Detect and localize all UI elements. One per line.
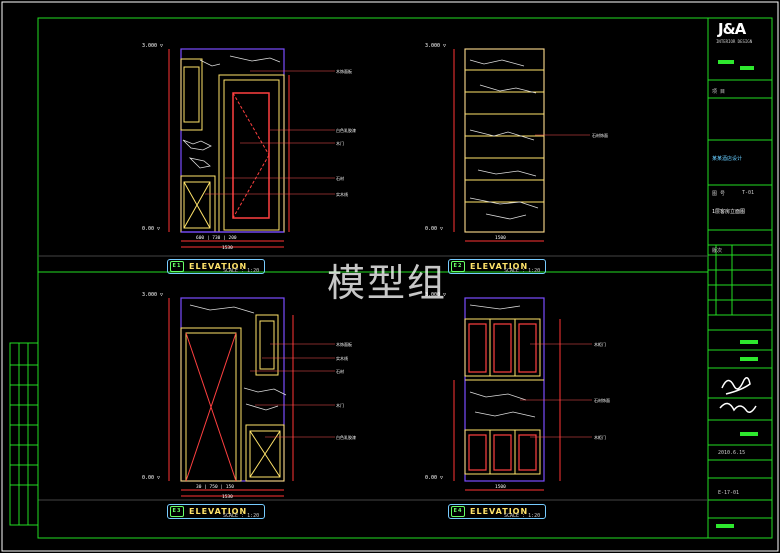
- elevation-title-e4: E4 ELEVATION: [448, 504, 546, 519]
- svg-text:石材饰面: 石材饰面: [594, 397, 610, 403]
- svg-text:白色乳胶漆: 白色乳胶漆: [336, 434, 356, 440]
- drawing-name: 1层客房立面图: [712, 209, 746, 215]
- svg-text:木柜门: 木柜门: [594, 341, 606, 347]
- svg-text:1500: 1500: [495, 235, 506, 241]
- revision-strip: [9, 342, 39, 526]
- elevation-title-e2: E2 ELEVATION: [448, 259, 546, 274]
- svg-text:实木线: 实木线: [336, 191, 348, 197]
- green-mark: [740, 432, 758, 436]
- svg-text:0.00 ▽: 0.00 ▽: [425, 226, 443, 232]
- elevation-number: E2: [451, 261, 465, 272]
- svg-text:30 | 750 | 150: 30 | 750 | 150: [196, 484, 234, 490]
- svg-text:石材饰面: 石材饰面: [592, 132, 608, 138]
- elevation-title-text: ELEVATION: [189, 262, 248, 271]
- date-value: 2010.6.15: [718, 450, 746, 456]
- svg-text:600 | 730 | 200: 600 | 730 | 200: [196, 235, 237, 241]
- svg-text:木饰面板: 木饰面板: [336, 341, 352, 347]
- company-logo: J&A: [718, 20, 746, 38]
- watermark-text: 模型组: [327, 261, 448, 305]
- svg-text:石材: 石材: [336, 368, 344, 374]
- elevation-title-text: ELEVATION: [189, 507, 248, 516]
- svg-text:白色乳胶漆: 白色乳胶漆: [336, 127, 356, 133]
- svg-text:0.00 ▽: 0.00 ▽: [142, 226, 160, 232]
- green-mark: [718, 60, 734, 64]
- green-mark: [716, 524, 734, 528]
- svg-text:木门: 木门: [336, 140, 344, 146]
- signature-2: [719, 402, 757, 413]
- elevation-e3: 30 | 750 | 150 1530 3.000 ▽ 0.00 ▽ 木饰面板实…: [142, 292, 356, 500]
- signature-1: [721, 377, 751, 395]
- elevation-scale-e1: SCALE : 1:20: [223, 268, 260, 274]
- company-logo-sub: INTERIOR DESIGN: [716, 39, 753, 44]
- elevation-number: E1: [170, 261, 184, 272]
- e1-door: [232, 92, 270, 219]
- elevation-scale-e2: SCALE : 1:20: [504, 268, 541, 274]
- elevation-e1: 600 | 730 | 200 1530 3.000 ▽ 0.00 ▽ 木饰面板…: [142, 43, 356, 251]
- svg-text:0.00 ▽: 0.00 ▽: [425, 475, 443, 481]
- svg-text:木柜门: 木柜门: [594, 434, 606, 440]
- svg-text:1530: 1530: [222, 494, 233, 500]
- svg-text:木饰面板: 木饰面板: [336, 68, 352, 74]
- drawing-label: 图 号: [712, 191, 726, 197]
- sheet-value: E-17-01: [718, 490, 740, 496]
- project-label: 项 目: [712, 89, 726, 95]
- elevation-number: E4: [451, 506, 465, 517]
- svg-text:石材: 石材: [336, 175, 344, 181]
- elevation-title-e3: E3 ELEVATION: [167, 504, 265, 519]
- svg-text:3.000 ▽: 3.000 ▽: [425, 292, 446, 298]
- green-mark: [740, 340, 758, 344]
- svg-text:0.00 ▽: 0.00 ▽: [142, 475, 160, 481]
- elevation-title-e1: E1 ELEVATION: [167, 259, 265, 274]
- elevation-scale-e3: SCALE : 1:20: [223, 513, 260, 519]
- project-value: 某某酒店设计: [712, 156, 743, 162]
- svg-text:木门: 木门: [336, 402, 344, 408]
- revision-label: 版次: [712, 248, 723, 254]
- green-mark: [740, 357, 758, 361]
- svg-text:3.000 ▽: 3.000 ▽: [425, 43, 446, 49]
- title-block-grid: [708, 79, 772, 519]
- svg-text:1500: 1500: [495, 484, 506, 490]
- svg-text:3.000 ▽: 3.000 ▽: [142, 43, 163, 49]
- elevation-e2: 1500 3.000 ▽ 0.00 ▽ 石材饰面: [425, 43, 608, 242]
- svg-text:3.000 ▽: 3.000 ▽: [142, 292, 163, 298]
- green-mark: [740, 66, 754, 70]
- elevation-scale-e4: SCALE : 1:20: [504, 513, 541, 519]
- elevation-number: E3: [170, 506, 184, 517]
- drawing-value: T-01: [742, 190, 755, 196]
- svg-text:1530: 1530: [222, 245, 233, 251]
- svg-text:实木线: 实木线: [336, 355, 348, 361]
- elevation-title-text: ELEVATION: [470, 507, 529, 516]
- inner-frame: [37, 17, 773, 539]
- elevation-title-text: ELEVATION: [470, 262, 529, 271]
